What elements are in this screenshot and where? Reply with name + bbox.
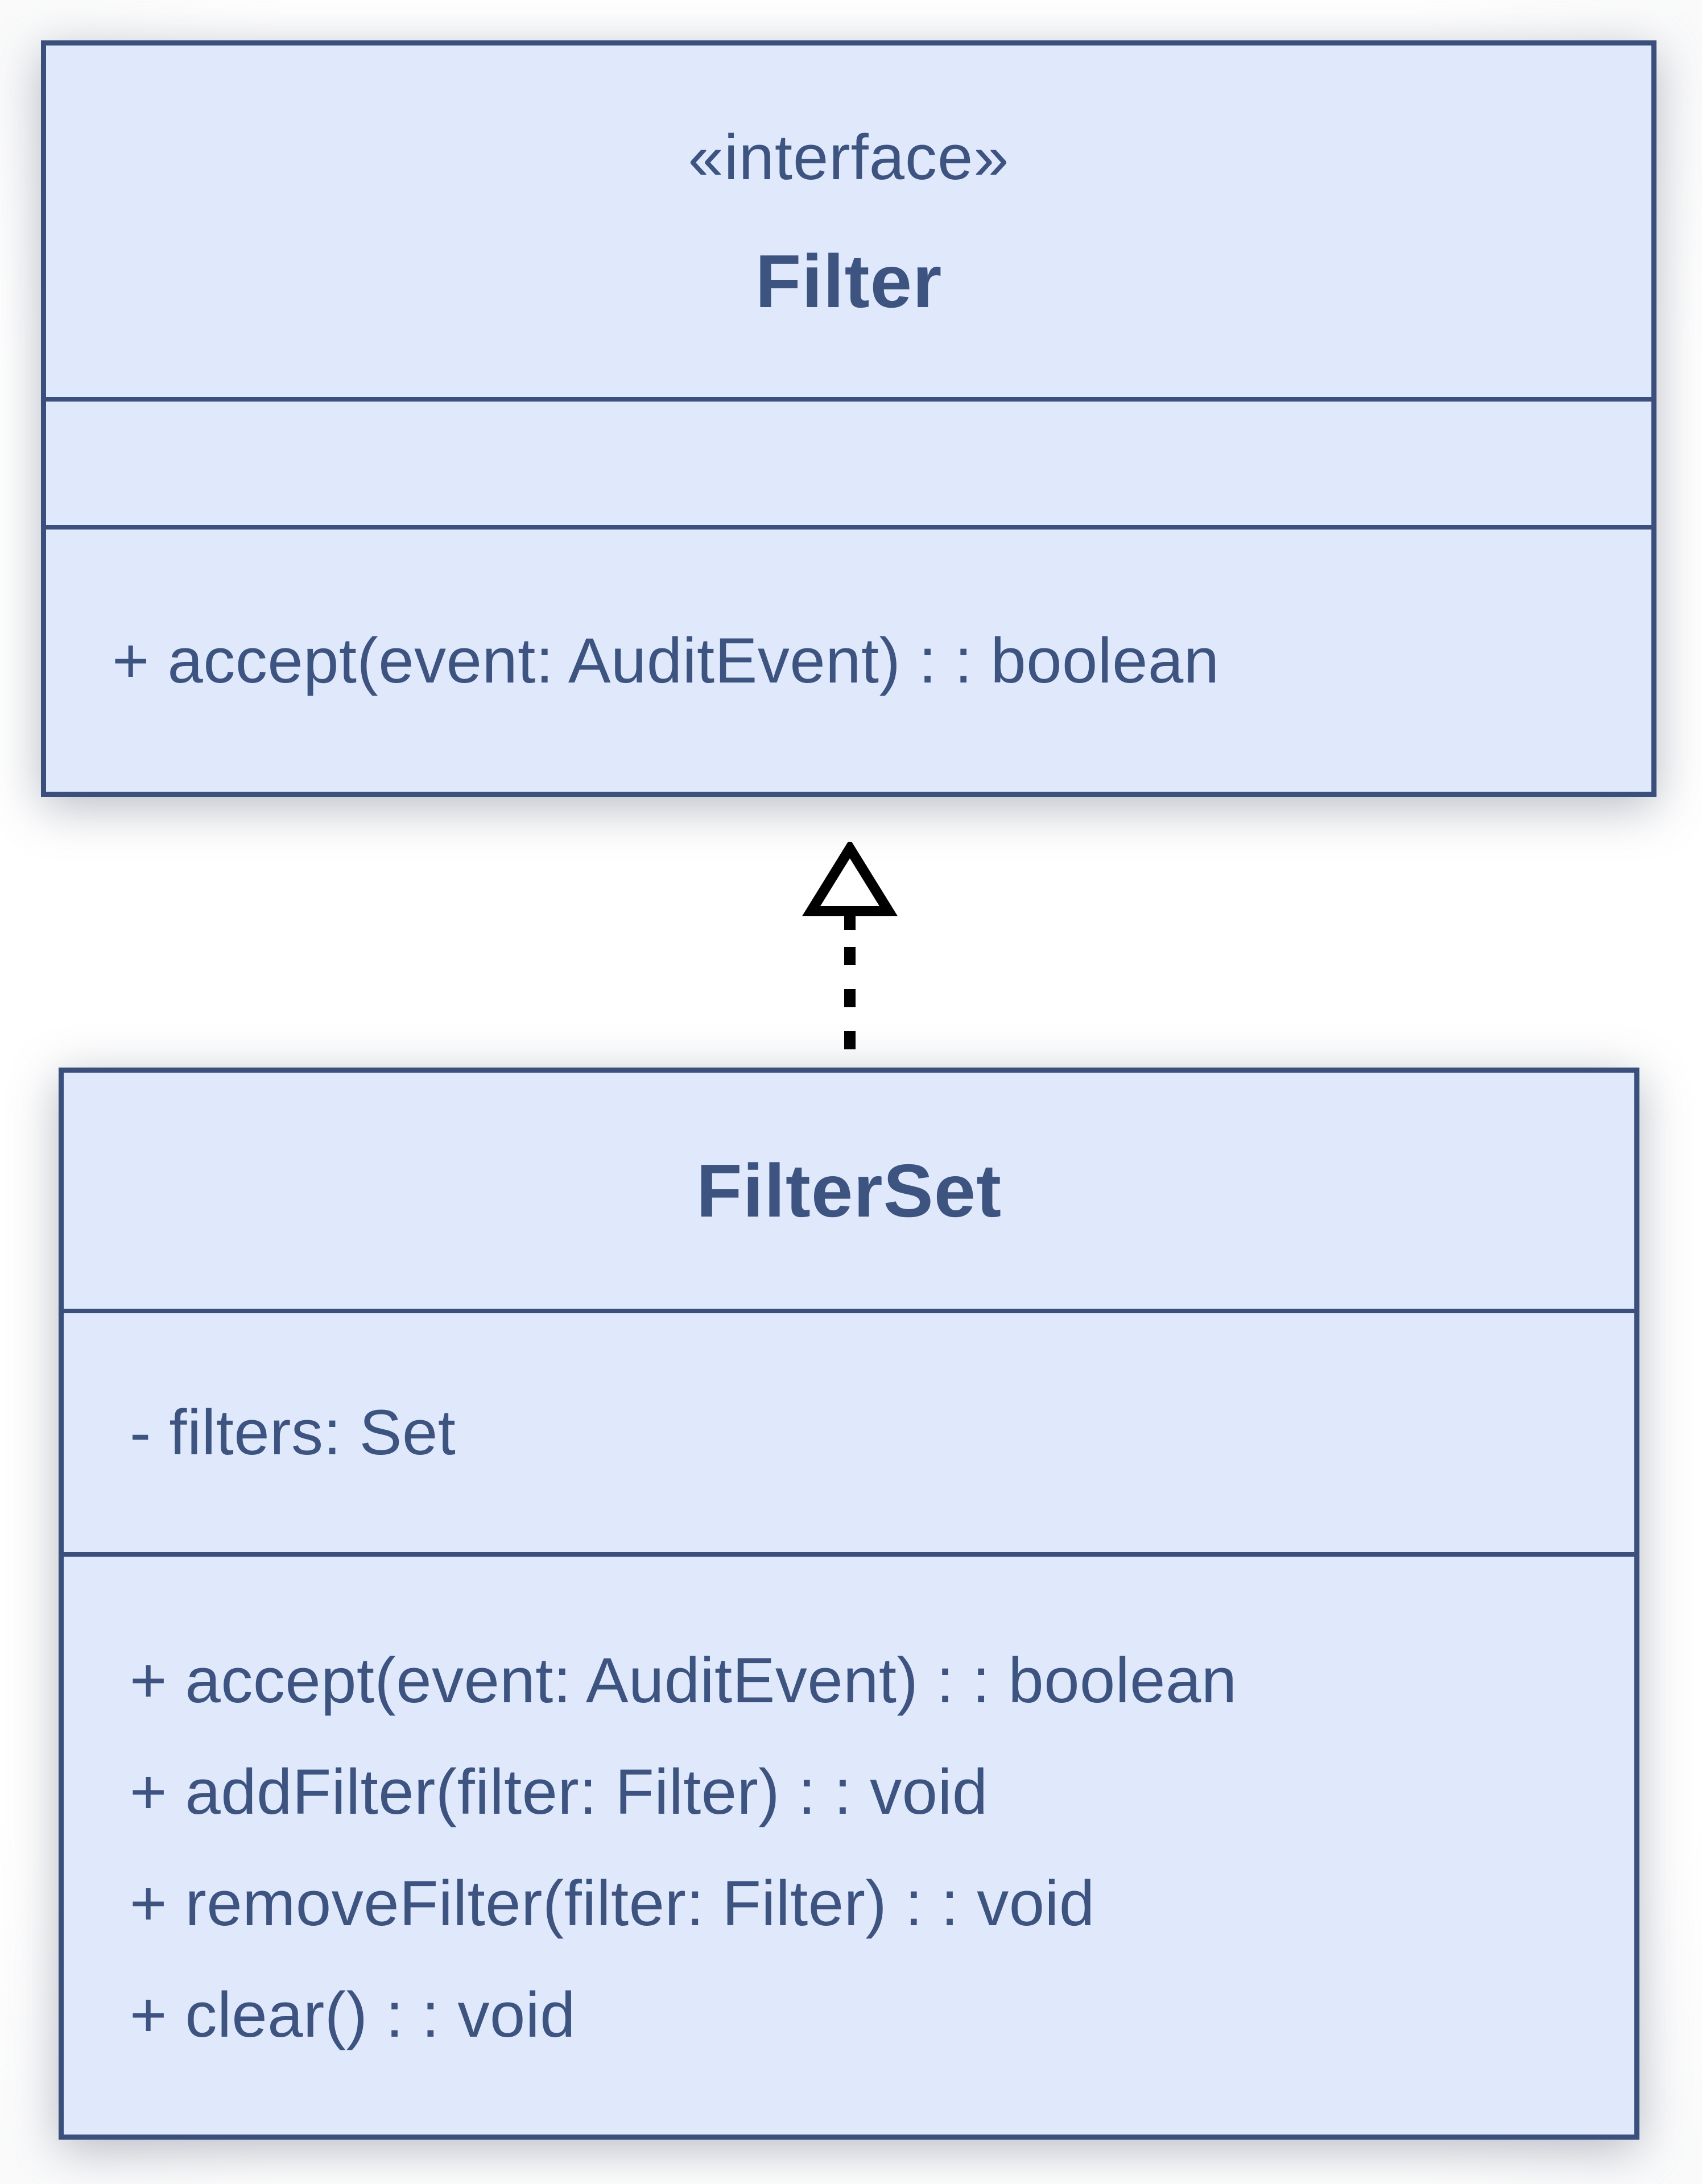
hollow-triangle-arrowhead-icon bbox=[802, 842, 898, 916]
filterset-class-name: FilterSet bbox=[696, 1149, 1002, 1232]
method-item: + accept(event: AuditEvent) : : boolean bbox=[130, 1645, 1237, 1716]
method-item: + addFilter(filter: Filter) : : void bbox=[130, 1756, 988, 1827]
method-item: + accept(event: AuditEvent) : : boolean bbox=[112, 624, 1220, 696]
method-item: + removeFilter(filter: Filter) : : void bbox=[130, 1868, 1095, 1939]
filterset-attributes-compartment: - filters: Set bbox=[64, 1309, 1634, 1552]
interface-attributes-compartment bbox=[46, 397, 1651, 525]
attribute-item: - filters: Set bbox=[130, 1397, 456, 1468]
filterset-attribute-list: - filters: Set bbox=[64, 1377, 1634, 1488]
interface-filter-class-box[interactable]: «interface» Filter + accept(event: Audit… bbox=[41, 40, 1656, 797]
filterset-methods-compartment: + accept(event: AuditEvent) : : boolean … bbox=[64, 1552, 1634, 2135]
interface-class-name: Filter bbox=[755, 239, 943, 323]
method-item: + clear() : : void bbox=[130, 1979, 576, 2050]
interface-title-compartment: «interface» Filter bbox=[46, 46, 1651, 397]
filterset-title-compartment: FilterSet bbox=[64, 1073, 1634, 1309]
interface-methods-compartment: + accept(event: AuditEvent) : : boolean bbox=[46, 525, 1651, 792]
interface-method-list: + accept(event: AuditEvent) : : boolean bbox=[46, 605, 1651, 717]
filterset-class-box[interactable]: FilterSet - filters: Set + accept(event:… bbox=[59, 1068, 1639, 2140]
realization-arrow[interactable] bbox=[779, 842, 921, 1069]
filterset-method-list: + accept(event: AuditEvent) : : boolean … bbox=[64, 1625, 1634, 2071]
stereotype-label: «interface» bbox=[688, 121, 1010, 193]
